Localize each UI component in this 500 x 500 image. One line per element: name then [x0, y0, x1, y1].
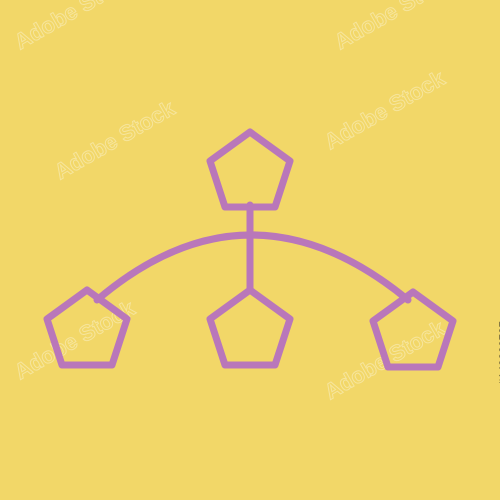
pentagon-node-left	[43, 286, 131, 369]
pentagon-node-top	[206, 128, 294, 211]
hierarchy-network-icon	[43, 128, 457, 371]
pentagon-node-center	[206, 286, 294, 369]
pentagon-node-right	[369, 288, 457, 371]
